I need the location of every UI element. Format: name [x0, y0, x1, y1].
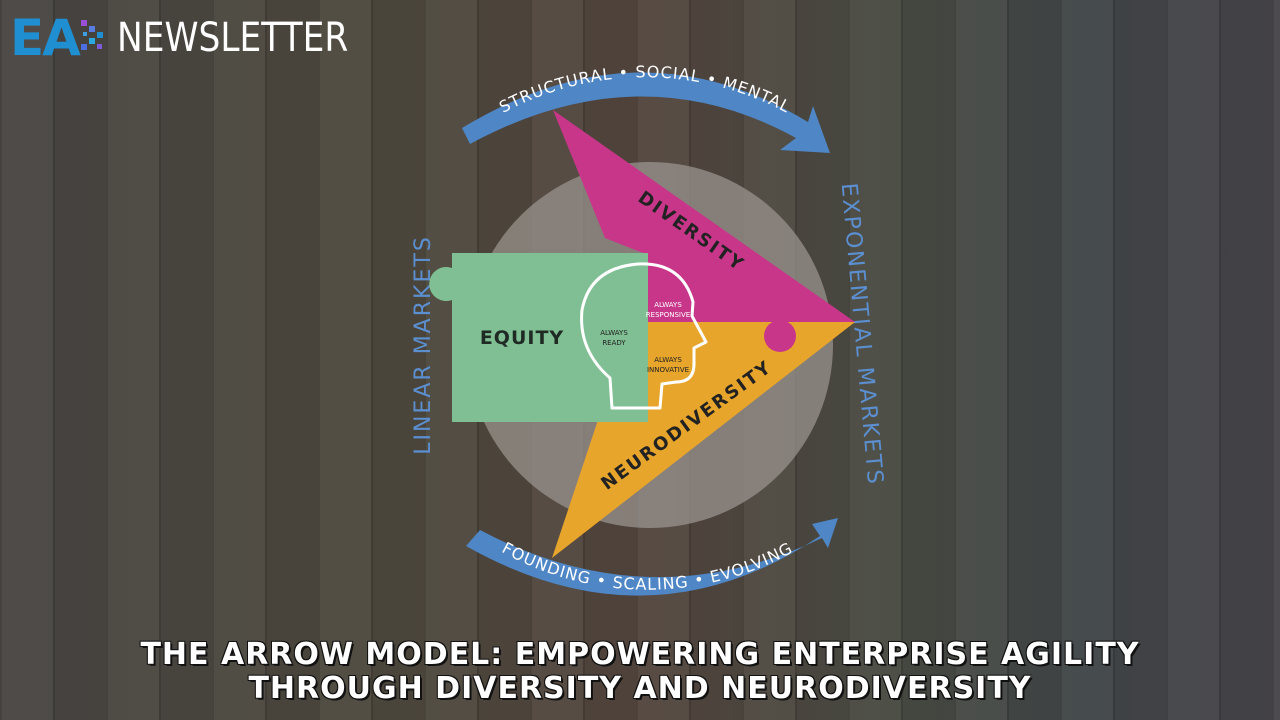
- headline-line-1: THE ARROW MODEL: EMPOWERING ENTERPRISE A…: [140, 637, 1140, 672]
- always-innovative-2: INNOVATIVE: [647, 366, 689, 374]
- background-stripe-edge: [318, 0, 320, 720]
- background-stripe: [53, 0, 106, 720]
- background-stripe: [106, 0, 159, 720]
- background-stripe-edge: [1166, 0, 1168, 720]
- background-stripe-edge: [848, 0, 850, 720]
- neurodiversity-shape: [552, 322, 855, 558]
- background-stripe: [901, 0, 954, 720]
- diversity-shape: [553, 110, 855, 322]
- background-stripe: [1166, 0, 1219, 720]
- top-blue-arrow: [462, 72, 830, 153]
- background-stripe-edge: [901, 0, 903, 720]
- background-stripe: [318, 0, 371, 720]
- background-stripe-edge: [53, 0, 55, 720]
- background-stripe-edge: [0, 0, 2, 720]
- background-stripe: [371, 0, 424, 720]
- always-ready-1: ALWAYS: [600, 329, 628, 337]
- background-stripe-edge: [954, 0, 956, 720]
- background-stripe: [0, 0, 53, 720]
- always-innovative-1: ALWAYS: [654, 356, 682, 364]
- headline-line-2: THROUGH DIVERSITY AND NEURODIVERSITY: [248, 671, 1032, 706]
- background-stripe-edge: [212, 0, 214, 720]
- puzzle-knob-orange: [764, 320, 796, 352]
- equity-label: EQUITY: [480, 327, 564, 349]
- bottom-blue-arrow: [466, 518, 838, 596]
- background-stripe: [1219, 0, 1272, 720]
- always-ready-2: READY: [602, 339, 626, 347]
- newsletter-logo: EA NEWSLETTER: [10, 10, 386, 66]
- logo-pixel-icon: [80, 20, 103, 50]
- background-stripe: [159, 0, 212, 720]
- equity-puzzle-piece: [429, 253, 648, 422]
- background-stripe: [1113, 0, 1166, 720]
- background-stripe-edge: [265, 0, 267, 720]
- always-responsive-2: RESPONSIVE: [646, 311, 690, 319]
- background-stripe-edge: [1007, 0, 1009, 720]
- background-stripe: [954, 0, 1007, 720]
- headline: THE ARROW MODEL: EMPOWERING ENTERPRISE A…: [0, 638, 1280, 706]
- background-stripe-edge: [371, 0, 373, 720]
- background-stripe: [265, 0, 318, 720]
- logo-newsletter-word: NEWSLETTER: [116, 15, 349, 61]
- linear-markets-label: LINEAR MARKETS: [411, 235, 436, 455]
- always-responsive-1: ALWAYS: [654, 301, 682, 309]
- head-silhouette: [580, 262, 708, 410]
- background-stripe-edge: [1113, 0, 1115, 720]
- background-stripe: [1007, 0, 1060, 720]
- background-stripe-edge: [159, 0, 161, 720]
- logo-ea-letters: EA: [10, 9, 81, 67]
- background-stripe: [1060, 0, 1113, 720]
- background-stripe-edge: [1060, 0, 1062, 720]
- background-stripe-edge: [1219, 0, 1221, 720]
- background-stripe-edge: [106, 0, 108, 720]
- background-stripe-edge: [1272, 0, 1274, 720]
- background-stripe-edge: [424, 0, 426, 720]
- background-stripe: [212, 0, 265, 720]
